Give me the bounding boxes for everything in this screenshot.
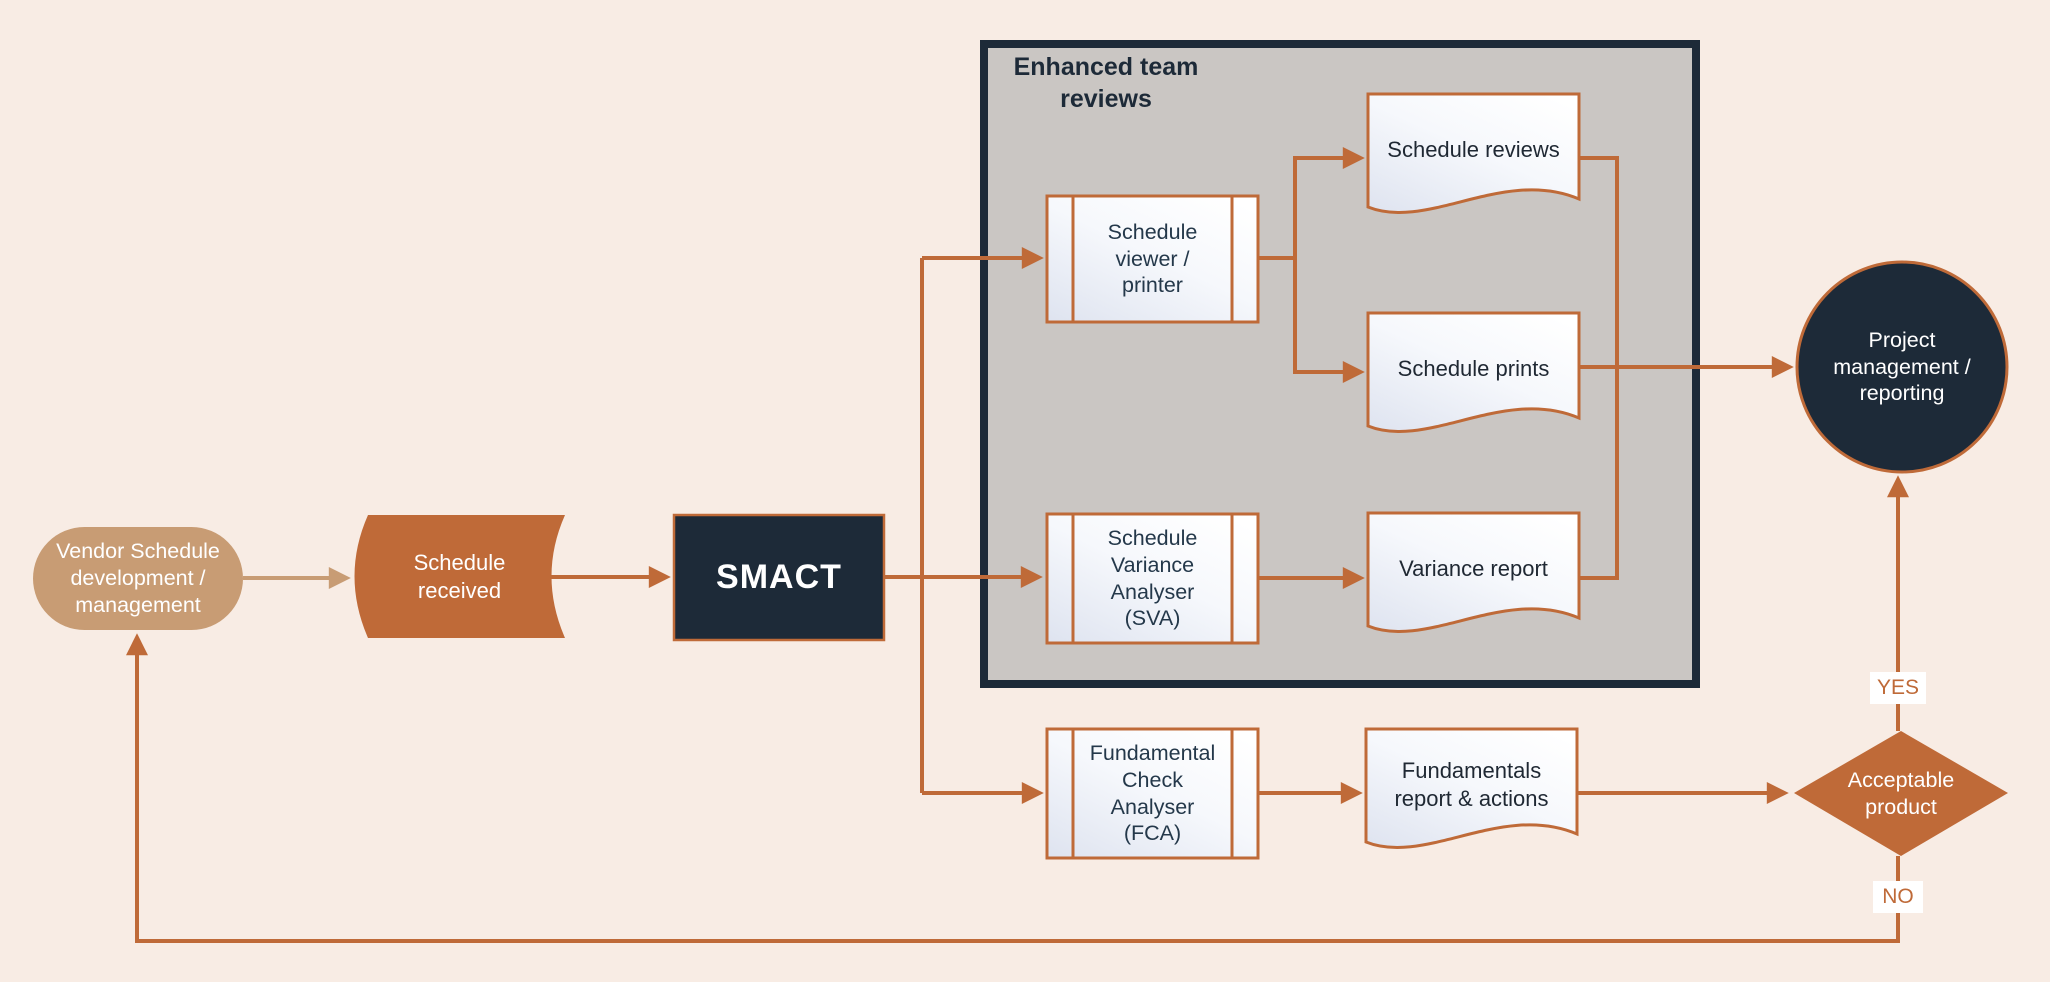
edge-viewer-to-reviews (1258, 147, 1365, 260)
no-edge-label: NO (1873, 881, 1923, 913)
edge-viewer-to-prints (1293, 258, 1365, 383)
project-management-circle (1795, 260, 2009, 474)
fundamentals-report-document (1364, 727, 1579, 849)
yes-edge-label: YES (1870, 672, 1926, 704)
vendor-schedule-terminator (33, 527, 243, 630)
sva-predefined-process (1045, 512, 1260, 645)
schedule-received-stored-data (354, 515, 565, 638)
schedule-prints-document (1366, 311, 1581, 433)
fca-predefined-process (1045, 727, 1260, 860)
smact-process-box (672, 513, 886, 642)
schedule-viewer-predefined-process (1045, 194, 1260, 324)
variance-report-document (1366, 511, 1581, 633)
schedule-reviews-document (1366, 92, 1581, 214)
acceptable-product-decision-diamond (1794, 731, 2008, 856)
